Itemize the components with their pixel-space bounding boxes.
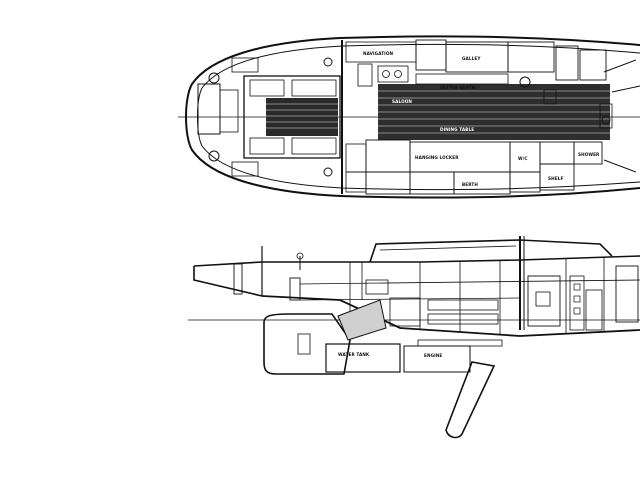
label-settee-berth: SETTEE BERTH — [440, 85, 476, 90]
label-dining-table: DINING TABLE — [440, 127, 474, 132]
saloon-sole — [378, 84, 610, 140]
label-galley: GALLEY — [462, 56, 481, 61]
engine-block — [337, 299, 387, 341]
label-berth: BERTH — [462, 182, 478, 187]
label-shower: SHOWER — [578, 152, 600, 157]
label-shelf: SHELF — [548, 176, 563, 181]
profile-view: WATER TANK ENGINE — [188, 236, 640, 439]
label-hanging-locker: HANGING LOCKER — [415, 155, 459, 160]
keel — [263, 313, 351, 375]
label-wc: W/C — [518, 156, 528, 161]
water-tank — [325, 343, 401, 373]
label-water-tank: WATER TANK — [338, 352, 370, 357]
label-navigation: NAVIGATION — [363, 51, 393, 56]
label-saloon: SALOON — [392, 99, 412, 104]
sheer-line — [193, 255, 640, 267]
label-engine: ENGINE — [424, 353, 442, 358]
hull-outline-plan — [185, 35, 640, 199]
deck-plan: NAVIGATION GALLEY SETTEE BERTH SALOON DI… — [178, 35, 640, 199]
rudder — [445, 361, 496, 439]
cockpit-grating — [266, 98, 338, 136]
